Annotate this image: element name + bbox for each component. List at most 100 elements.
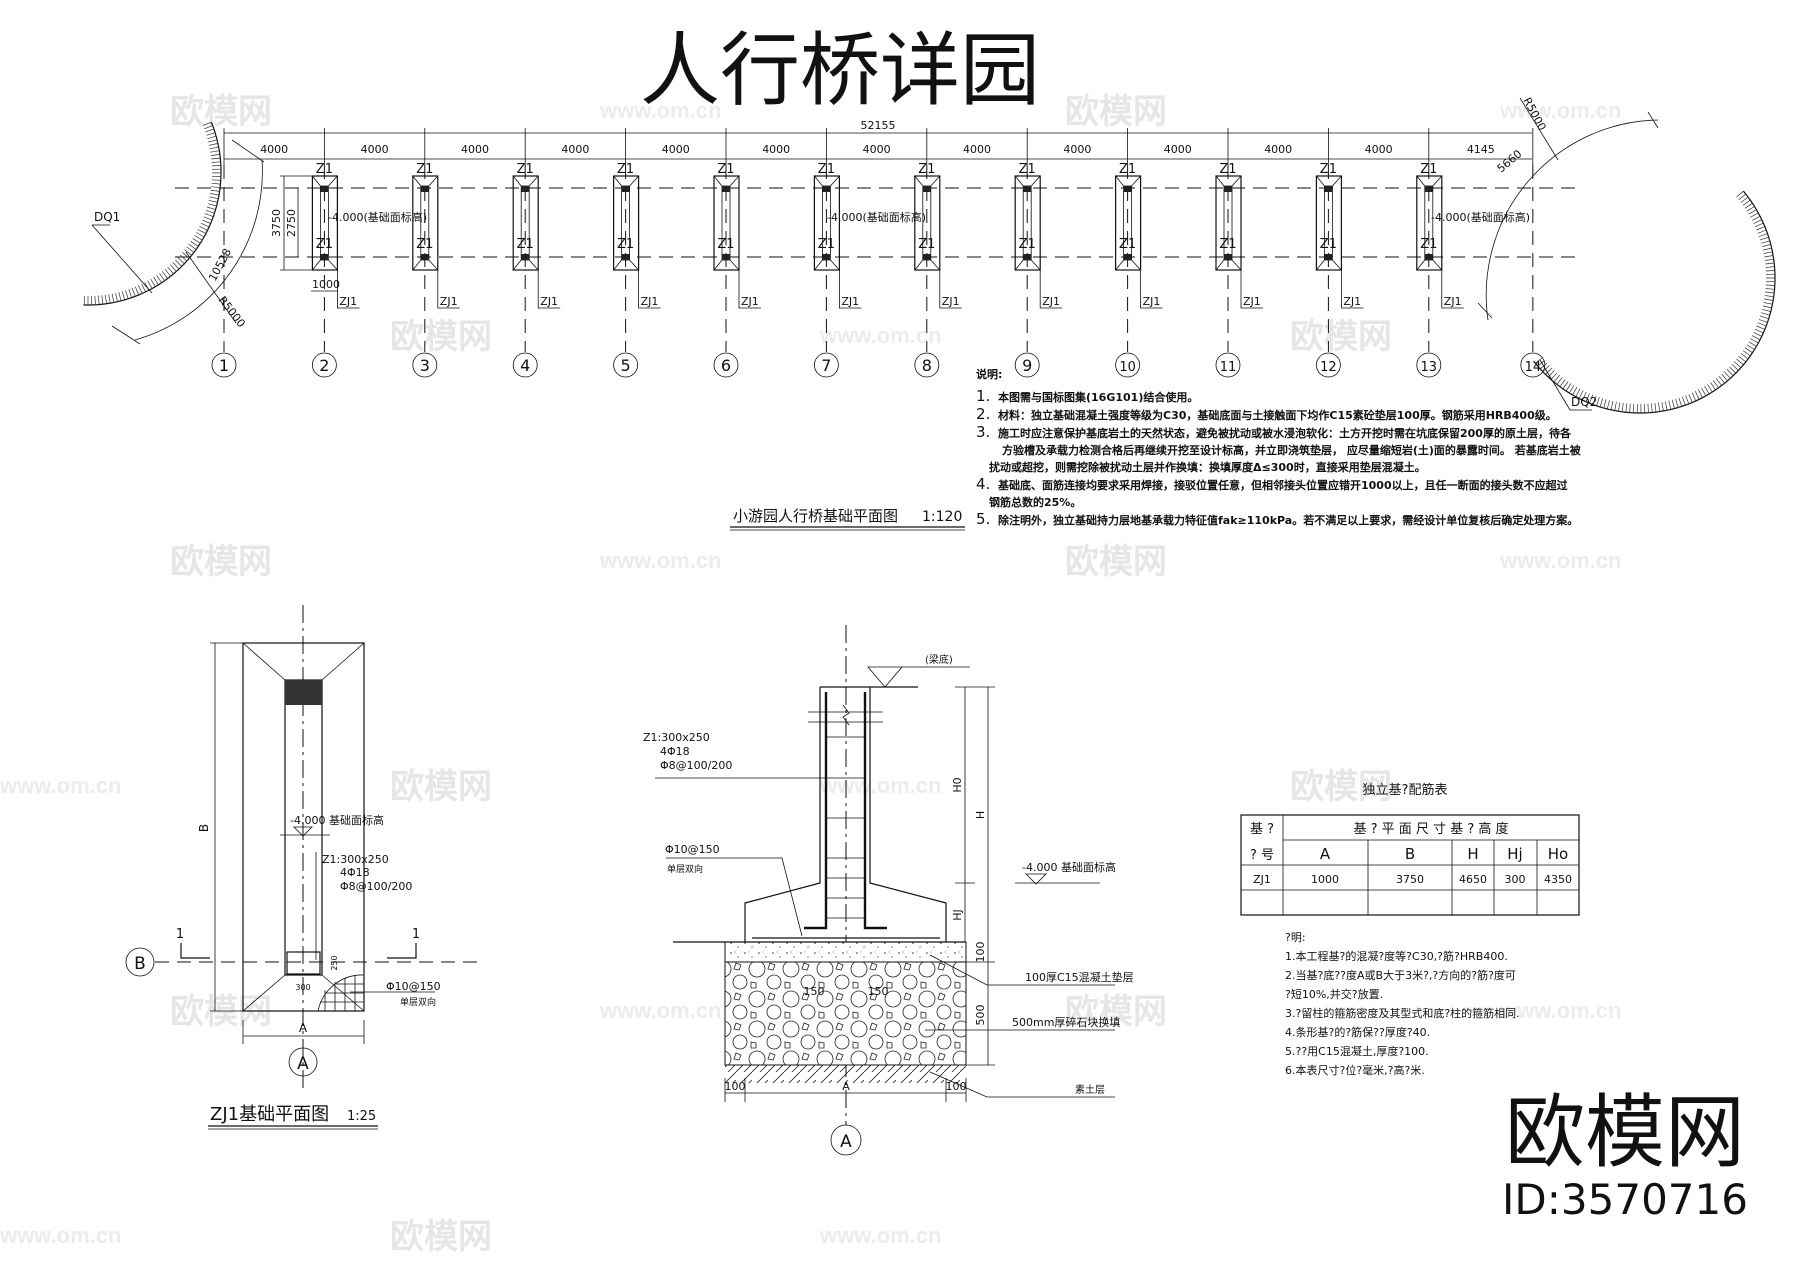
axis-label: 6 [721,356,731,375]
dim-100: 100 [974,942,987,963]
watermark: 欧模网 [1065,992,1167,1032]
zj1-caption: ZJ1基础平面图 [210,1104,329,1125]
table-header: ? 号 [1250,848,1274,863]
leader-line [337,270,360,309]
table-notes-heading: ?明: [1285,931,1306,944]
leader-line [437,270,460,309]
span-dim: 4000 [461,143,489,156]
watermarks: 欧模网 欧模网 www.om.cn www.om.cn 欧模网 欧模网 www.… [0,92,1621,1257]
elevation-note: -4.000(基础面标高) [1431,210,1530,224]
dim-2750: 2750 [285,209,298,237]
watermark: www.om.cn [819,323,941,348]
gravel-label: 500mm厚碎石块换填 [1012,1015,1120,1029]
leader-line [839,270,862,309]
axis-label: 2 [319,356,329,375]
zj1-scale: 1:25 [347,1109,376,1124]
footing-label: ZJ1 [1143,295,1161,308]
elevation-marker-icon [293,826,313,837]
column-stirrup: Φ8@100/200 [660,759,732,772]
radius-line [185,251,237,324]
span-dim: 4145 [1467,143,1495,156]
note-number: 3. [976,423,990,441]
zj1-footing-plan: B A A B -4.000 基础面标高 Z1:300x250 4Φ18 Φ8@… [125,605,485,1130]
page-title: 人行桥详园 [640,24,1040,117]
watermark: 欧模网 [170,92,272,132]
dim-h: H [974,811,987,819]
column-label: Z1 [1119,237,1136,252]
leader-line [939,270,962,309]
slope-lines [1416,175,1443,271]
brand-logo: 欧模网 [1505,1086,1745,1179]
footing-zj1 [813,175,841,271]
note-number: 1. [976,387,990,405]
axis-b-label: B [134,954,146,974]
axis-bubble [1014,352,1040,378]
footing-zj1 [1114,175,1142,271]
slope-lines [713,175,740,271]
column-label: Z1 [517,162,534,177]
span-dim: 4000 [561,143,589,156]
leader-line [1341,270,1364,309]
column-section [621,186,630,192]
leader-line [1140,270,1163,309]
table-header: 基 ? 平 面 尺 寸 基 ? 高 度 [1354,821,1509,837]
leader-line [929,1071,1115,1098]
span-dim: 4000 [260,143,288,156]
slope-lines [814,175,840,271]
watermark: www.om.cn [1499,548,1621,573]
span-dim: 4000 [1365,143,1393,156]
column-section [420,254,429,260]
axis-bubble [1215,352,1241,378]
axis-label: A [840,1132,852,1152]
note-number: 5. [976,510,990,528]
elevation-marker-icon [1025,873,1047,885]
stirrups [826,736,865,919]
note-line: 扰动或超挖，则需挖除被扰动土层并作换填：换填厚度Δ≤300时，直接采用垫层混凝土… [989,460,1426,474]
right-arc-length: 5660 [1495,147,1525,175]
axis-label: 9 [1022,356,1032,375]
axis-label: 4 [520,356,530,375]
note-line: 钢筋总数的25%。 [989,495,1081,509]
slope-lines [412,175,439,271]
column-section [621,254,630,260]
soil-hatch [725,1065,966,1083]
axis-bubble [1115,352,1140,378]
wall-hatch [83,121,222,305]
leader-line [638,270,661,309]
elevation-label: -4.000 基础面标高 [290,813,384,827]
axis-bubble [830,1124,862,1156]
footing-label: ZJ1 [741,295,759,308]
slope-lines [1215,175,1242,271]
column-section [420,186,429,192]
axis-bubble [613,352,638,378]
dim-300: 300 [295,983,310,992]
rebar-spec: Φ10@150 [386,980,441,993]
footing-label: ZJ1 [1444,295,1462,308]
column-label: Z1 [918,237,935,252]
slope-lines [242,642,365,1012]
retaining-wall-dq1 [83,121,222,306]
column-section [1424,186,1433,192]
column-section [285,680,322,705]
axis-bubble [512,352,538,378]
footing-zj1 [412,175,439,271]
concrete-bedding [724,941,967,963]
footing-zj1 [1215,175,1242,271]
bedding-label: 100厚C15混凝土垫层 [1025,970,1134,984]
dim-a: A [842,1080,850,1093]
slope-lines [512,175,539,271]
axis-label: 1 [219,356,229,375]
column-label: Z1 [1119,162,1136,177]
slope-lines [1316,175,1342,271]
rebar-spec: Φ10@150 [665,843,720,856]
axis-label: 14 [1525,360,1542,375]
footing-outline [744,686,947,942]
span-dim: 4000 [1264,143,1292,156]
axis-label: 12 [1320,360,1337,375]
table-cell: ZJ1 [1253,873,1271,886]
section-mark: 1 [176,927,184,942]
column-section [722,254,730,260]
column-label: Z1 [416,162,433,177]
column-section [722,186,730,192]
